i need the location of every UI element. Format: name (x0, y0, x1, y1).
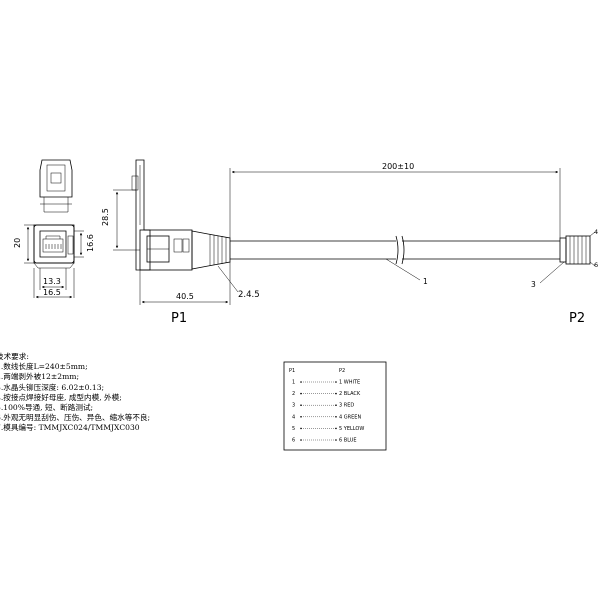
front-dimensions: 20 16.6 13.3 16.5 (13, 224, 95, 299)
callout-1: 1 (423, 277, 428, 286)
callout-4: 4 (594, 228, 598, 236)
side-dimensions: 200±10 28.5 40.5 2.4.5 (101, 162, 561, 305)
dim-gap-2-4-5: 2.4.5 (238, 290, 260, 300)
note-line-4: 4.按接点焊接好母座, 成型内模, 外模; (0, 392, 122, 402)
dim-width-40-5: 40.5 (176, 292, 194, 301)
wiring-p1-pin: 1 (292, 380, 295, 386)
callouts: 1 3 4 6 (385, 228, 598, 289)
wiring-p2-pin-color: 1 WHITE (339, 380, 360, 386)
dim-height-28-5: 28.5 (101, 208, 110, 226)
wiring-p2-pin-color: 2 BLACK (339, 391, 361, 397)
wiring-row: 5 5 YELLOW (292, 426, 364, 432)
wiring-end-dot (300, 427, 302, 430)
notes-title: 技术要求: (0, 352, 29, 361)
wiring-row: 2 2 BLACK (292, 391, 361, 397)
wiring-row: 4 4 GREEN (292, 414, 361, 420)
wiring-table: P1 P2 1 1 WHITE 2 2 BLACK 3 3 RED 4 4 GREEN 5 5 Y… (283, 361, 387, 451)
technical-requirements: 技术要求: 1.数线长度L=240±5mm; 2.两端剥外被12±2mm; 3.… (0, 352, 150, 434)
wiring-end-dot (335, 427, 337, 430)
wiring-end-dot (300, 404, 302, 407)
wiring-p1-pin: 3 (292, 403, 295, 409)
note-line-3: 3.水晶头铆压深度: 6.02±0.13; (0, 382, 105, 392)
wiring-header-p1: P1 (289, 368, 295, 374)
note-line-6: 6.外观无明显刮伤、压伤、异色、缩水等不良; (0, 413, 151, 423)
wiring-end-dot (300, 439, 302, 441)
wiring-end-dot (335, 439, 337, 441)
wiring-p2-pin-color: 5 YELLOW (339, 426, 364, 432)
wiring-row: 1 1 WHITE (292, 380, 360, 386)
end-label-p2: P2 (569, 311, 586, 326)
note-line-7: 7.模具编号: TMMJXC024/TMMJXC030 (0, 423, 140, 433)
wiring-end-dot (335, 392, 337, 395)
note-line-1: 1.数线长度L=240±5mm; (0, 362, 88, 372)
wiring-p2-pin-color: 6 BLUE (339, 438, 357, 444)
wiring-p2-pin-color: 4 GREEN (339, 414, 361, 420)
wiring-end-dot (335, 381, 337, 383)
callout-3: 3 (531, 280, 536, 289)
dim-length: 200±10 (382, 162, 414, 171)
wiring-header-p2: P2 (339, 368, 345, 374)
wiring-p1-pin: 5 (292, 426, 295, 432)
wiring-p1-pin: 4 (292, 414, 295, 420)
wiring-end-dot (300, 416, 302, 418)
dim-height-20: 20 (13, 238, 22, 248)
wiring-end-dot (335, 416, 337, 418)
dim-height-16-6: 16.6 (86, 234, 95, 252)
wiring-row: 6 6 BLUE (292, 438, 357, 444)
cable (230, 235, 591, 265)
note-line-5: 5.100%导通, 短、断路测试; (0, 402, 94, 412)
wiring-row: 3 3 RED (292, 403, 354, 409)
connector-front-view (33, 159, 75, 269)
wiring-p2-pin-color: 3 RED (339, 403, 354, 409)
note-line-2: 2.两端剥外被12±2mm; (0, 372, 80, 382)
wiring-p1-pin: 2 (292, 391, 295, 397)
end-label-p1: P1 (171, 311, 188, 326)
dim-width-13-3: 13.3 (43, 277, 61, 286)
dim-width-16-5: 16.5 (43, 288, 61, 297)
wiring-p1-pin: 6 (292, 438, 295, 444)
connector-side-view (131, 159, 231, 271)
wiring-end-dot (300, 381, 302, 383)
wiring-end-dot (335, 404, 337, 407)
wiring-end-dot (300, 392, 302, 395)
callout-6: 6 (594, 261, 598, 269)
